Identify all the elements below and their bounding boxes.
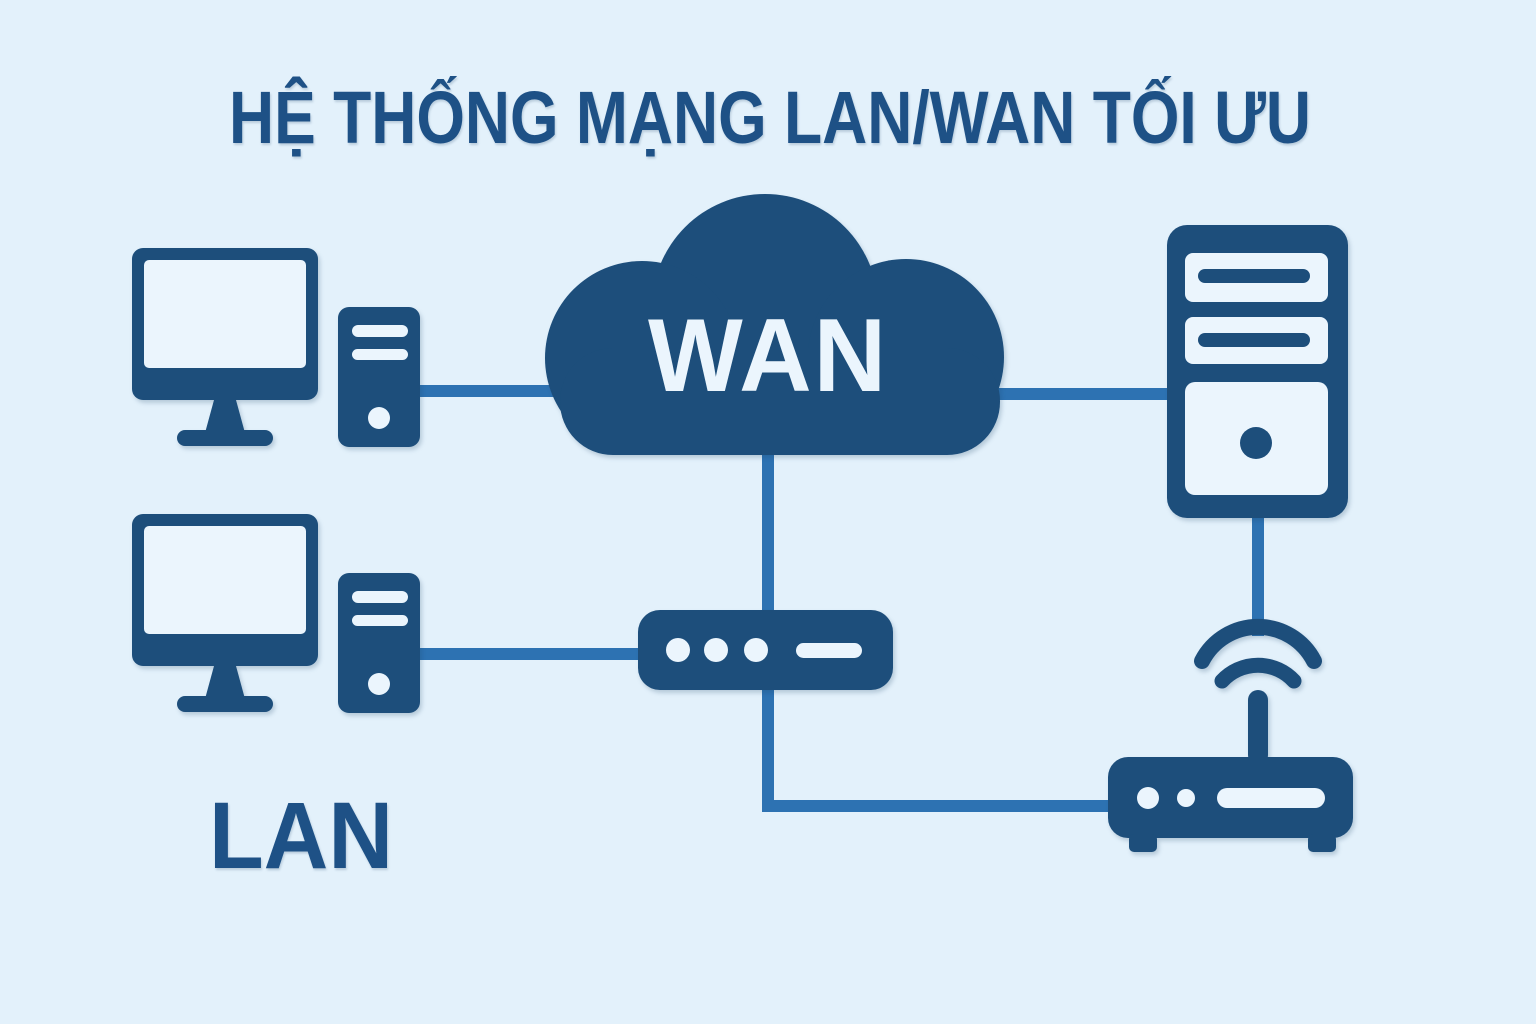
tower-case [338, 307, 420, 447]
desktop-computer-2-icon [132, 514, 420, 713]
monitor-stand-base [177, 696, 273, 712]
wifi-signal-inner-arc [1214, 657, 1302, 689]
wan-cloud-icon: WAN [545, 194, 1004, 455]
monitor-stand-base [177, 430, 273, 446]
router-foot [1129, 834, 1157, 852]
wireless-router-icon [1108, 618, 1353, 852]
router-foot [1308, 834, 1336, 852]
network-switch-icon [638, 610, 893, 690]
monitor-stand-neck [205, 400, 245, 433]
tower-drive-slot [352, 591, 408, 603]
switch-led [744, 638, 768, 662]
router-led [1137, 787, 1159, 809]
link-wan-switch-to-router [762, 446, 1116, 812]
switch-led [704, 638, 728, 662]
router-antenna [1248, 690, 1268, 765]
wifi-signal-outer-arc [1194, 618, 1322, 669]
server-icon [1167, 225, 1348, 518]
server-bay-slot [1198, 333, 1310, 347]
tower-power-button [368, 673, 390, 695]
tower-drive-slot [352, 349, 408, 360]
monitor-stand-neck [205, 666, 245, 699]
monitor-screen [144, 526, 306, 634]
monitor-screen [144, 260, 306, 368]
cloud-base [560, 348, 1000, 455]
switch-led [666, 638, 690, 662]
tower-case [338, 573, 420, 713]
router-port-slot [1217, 788, 1325, 808]
switch-port-slot [796, 643, 862, 658]
tower-drive-slot [352, 325, 408, 337]
wan-label: WAN [648, 298, 888, 414]
desktop-computer-1-icon [132, 248, 420, 447]
server-bay-slot [1198, 269, 1310, 283]
tower-power-button [368, 407, 390, 429]
lan-label: LAN [209, 783, 393, 889]
router-led [1177, 789, 1195, 807]
server-power-button [1240, 427, 1272, 459]
diagram-title: HỆ THỐNG MẠNG LAN/WAN TỐI ƯU [229, 76, 1311, 159]
tower-drive-slot [352, 615, 408, 626]
